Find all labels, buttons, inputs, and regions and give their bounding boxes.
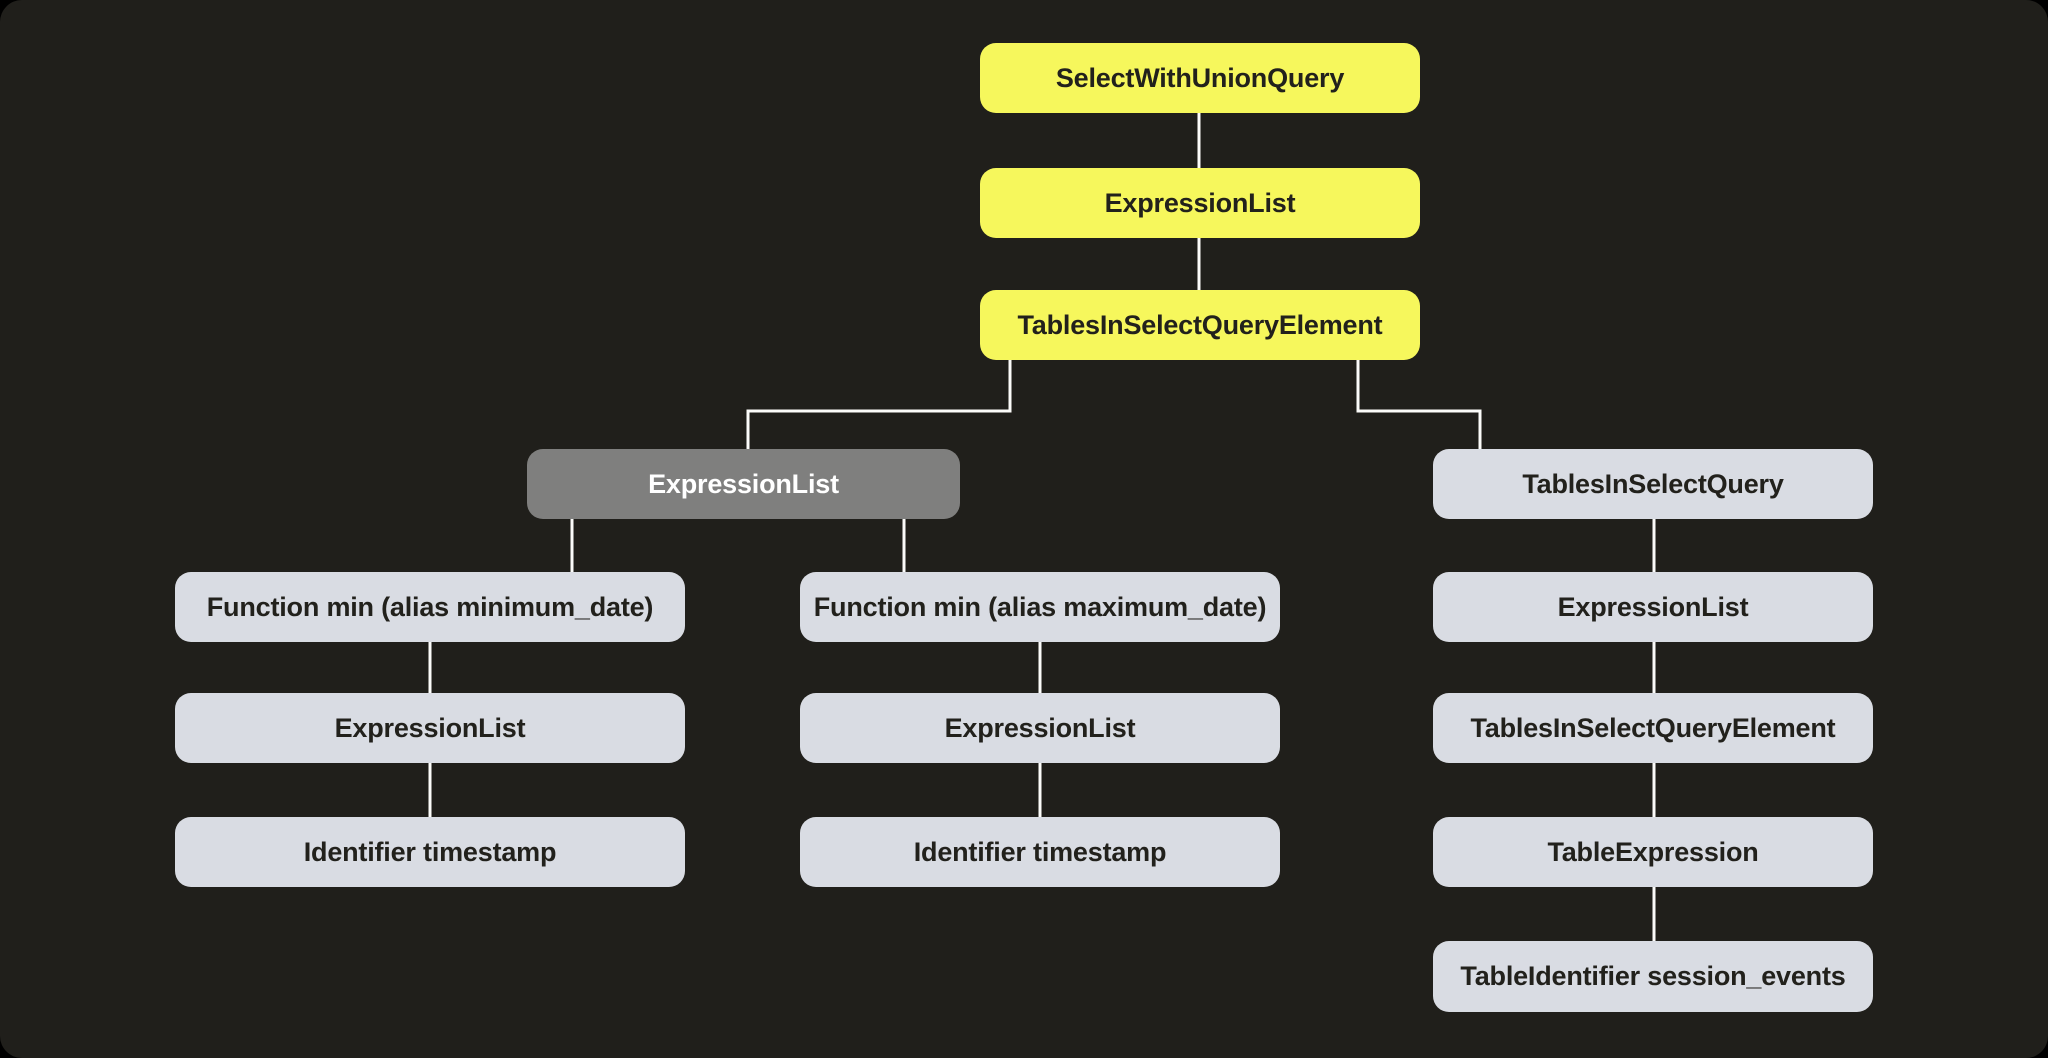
node-expression-list-tables[interactable]: ExpressionList [1433,572,1873,642]
node-label: ExpressionList [944,712,1136,743]
node-label: Function min (alias minimum_date) [206,591,654,622]
node-label: Identifier timestamp [303,836,557,867]
node-expression-list-min[interactable]: ExpressionList [175,693,685,763]
node-label: Identifier timestamp [913,836,1167,867]
tree-edge-tables-in-select-query-element--tables-in-select-query [1356,360,1482,449]
node-label: SelectWithUnionQuery [1055,62,1345,93]
node-tables-in-select-query-element-inner[interactable]: TablesInSelectQueryElement [1433,693,1873,763]
node-label: TablesInSelectQuery [1522,468,1784,499]
node-function-min-minimum-date[interactable]: Function min (alias minimum_date) [175,572,685,642]
node-label: ExpressionList [648,468,839,499]
node-select-with-union-query[interactable]: SelectWithUnionQuery [980,43,1420,113]
node-table-expression[interactable]: TableExpression [1433,817,1873,887]
node-expression-list-max[interactable]: ExpressionList [800,693,1280,763]
node-function-min-maximum-date[interactable]: Function min (alias maximum_date) [800,572,1280,642]
node-label: TableExpression [1547,836,1759,867]
node-tables-in-select-query[interactable]: TablesInSelectQuery [1433,449,1873,519]
node-label: Function min (alias maximum_date) [813,591,1267,622]
node-label: TablesInSelectQueryElement [1017,309,1383,340]
node-expression-list-select[interactable]: ExpressionList [527,449,960,519]
node-label: TableIdentifier session_events [1460,961,1846,991]
node-label: ExpressionList [1557,591,1749,622]
node-label: ExpressionList [334,712,526,743]
node-identifier-timestamp-max[interactable]: Identifier timestamp [800,817,1280,887]
node-identifier-timestamp-min[interactable]: Identifier timestamp [175,817,685,887]
node-tables-in-select-query-element[interactable]: TablesInSelectQueryElement [980,290,1420,360]
node-label: ExpressionList [1104,187,1296,218]
node-label: TablesInSelectQueryElement [1470,712,1836,743]
tree-edge-tables-in-select-query-element--expression-list-select [746,360,1012,449]
node-expression-list-root[interactable]: ExpressionList [980,168,1420,238]
node-table-identifier-session-events[interactable]: TableIdentifier session_events [1433,941,1873,1012]
